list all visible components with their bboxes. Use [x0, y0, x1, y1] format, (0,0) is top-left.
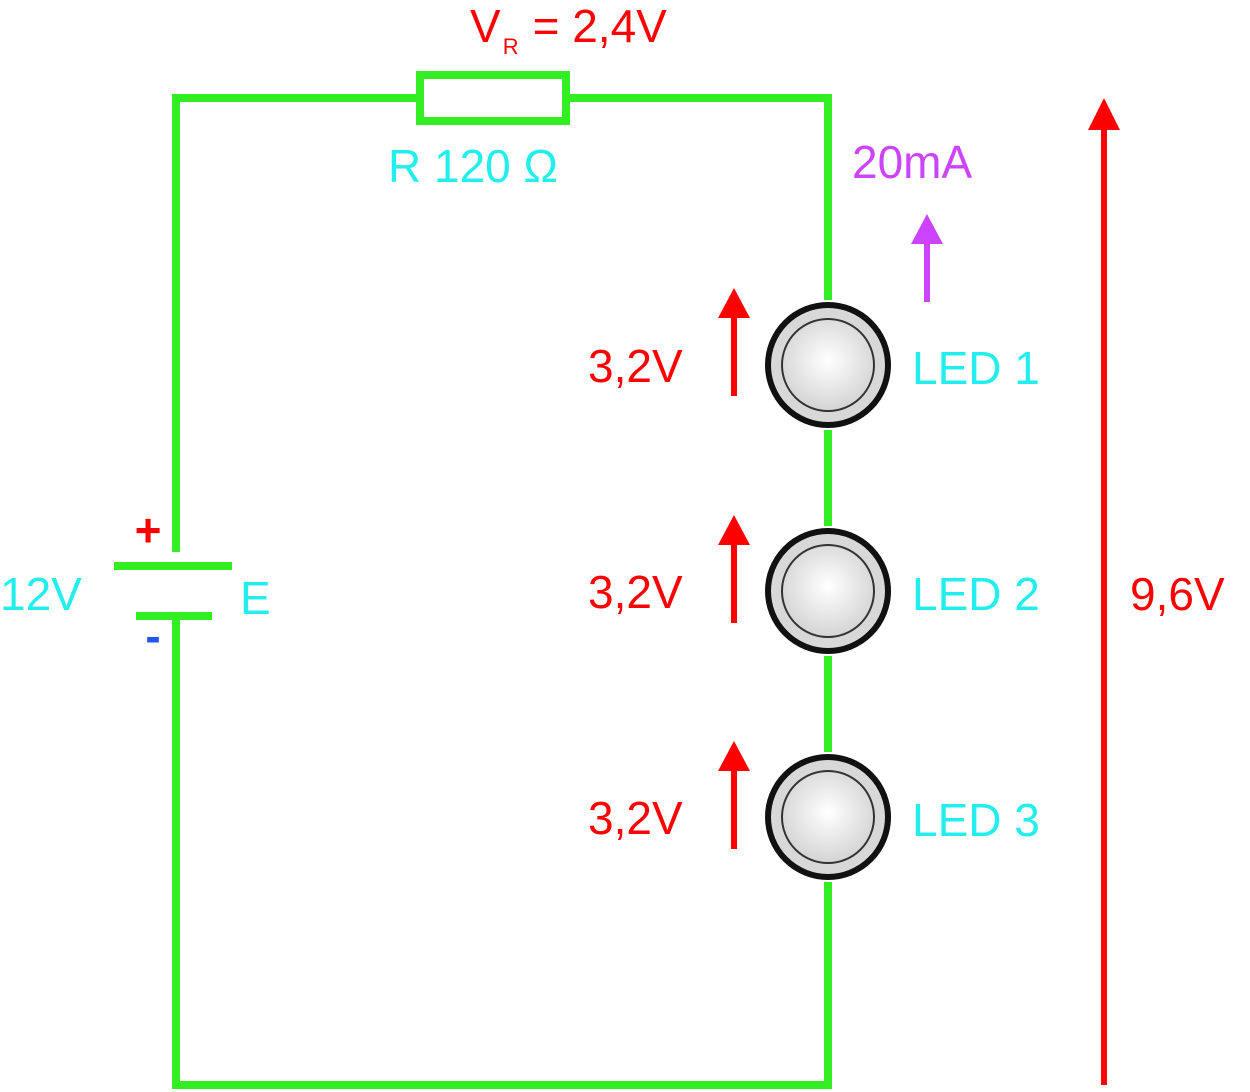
current-label: 20mA: [852, 136, 972, 188]
resistor-label: R 120 Ω: [388, 140, 558, 192]
led-2-name-label: LED 2: [912, 568, 1040, 620]
battery-plus-sign: +: [135, 504, 162, 556]
led-2-voltage-arrow: [718, 515, 750, 623]
led-1: [765, 302, 891, 428]
led-3-voltage-label: 3,2V: [588, 792, 683, 844]
battery-symbol: [114, 562, 232, 620]
total-voltage-arrow: [1088, 98, 1120, 1085]
led-1-voltage-label: 3,2V: [588, 340, 683, 392]
led-3-voltage-arrow: [718, 741, 750, 849]
resistor-symbol: [416, 71, 570, 125]
wire-top-left: [172, 94, 420, 552]
wires: [172, 94, 832, 1089]
battery-name-label: E: [240, 572, 271, 624]
wire-top-right: [566, 94, 832, 300]
resistor-voltage-label: VR= 2,4V: [470, 0, 667, 59]
led-3-name-label: LED 3: [912, 794, 1040, 846]
led-2: [765, 528, 891, 654]
battery-voltage-label: 12V: [0, 568, 82, 620]
led-2-voltage-label: 3,2V: [588, 566, 683, 618]
led-3: [765, 754, 891, 880]
total-voltage-label: 9,6V: [1130, 568, 1225, 620]
current-arrow: [911, 214, 943, 302]
led-1-name-label: LED 1: [912, 342, 1040, 394]
wire-bottom: [172, 616, 832, 1089]
battery-minus-sign: -: [145, 610, 160, 662]
led-1-voltage-arrow: [718, 288, 750, 396]
